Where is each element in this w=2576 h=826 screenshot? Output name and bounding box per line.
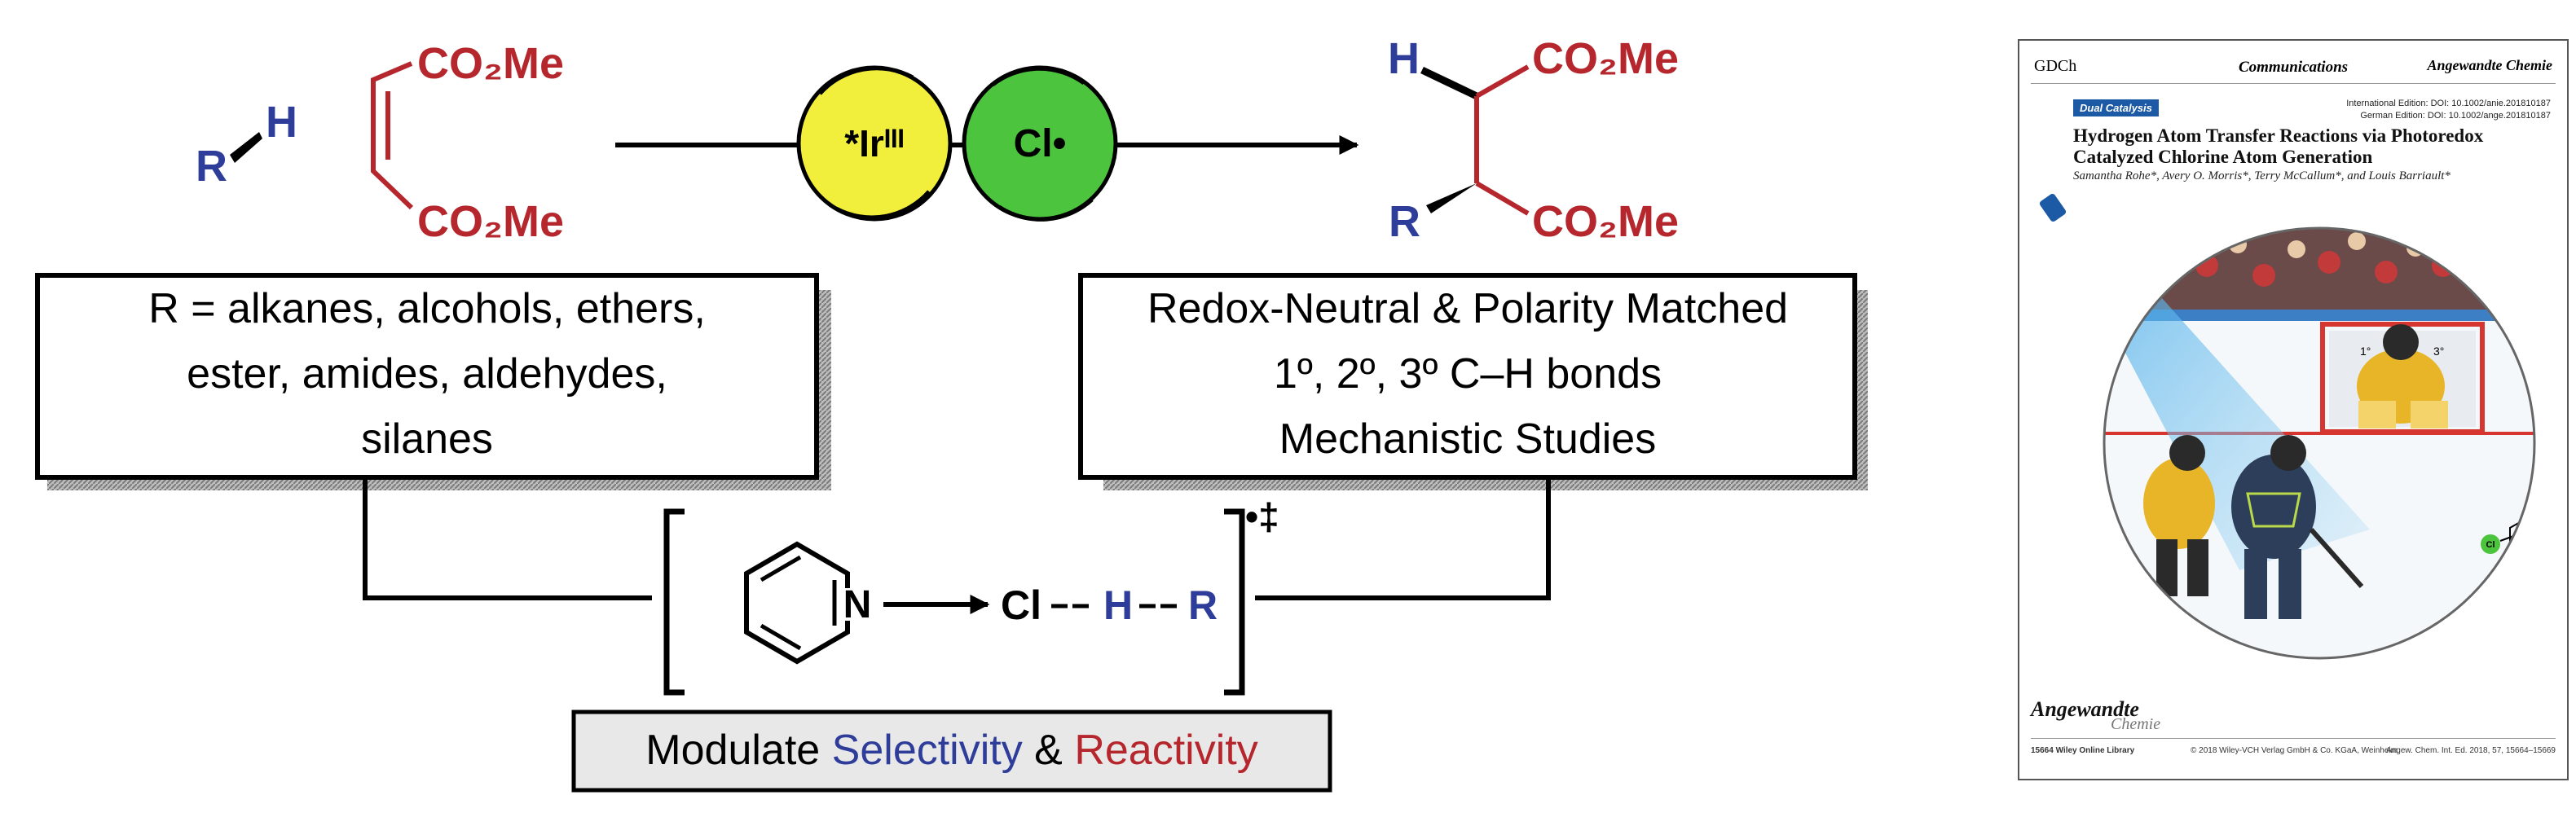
section-badge: Dual Catalysis <box>2073 99 2159 116</box>
reactant-h: H <box>266 98 297 147</box>
doi-international: International Edition: DOI: 10.1002/anie… <box>2346 99 2551 108</box>
ts-r: R <box>1188 582 1218 628</box>
ts-cl: Cl <box>1001 582 1041 628</box>
cover-cl-label: Cl <box>2486 540 2495 550</box>
journal-header: GDCh Communications Angewandte Chemie <box>2031 51 2556 84</box>
features-line-2: 1º, 2º, 3º C–H bonds <box>1274 350 1662 398</box>
product: H CO₂Me R CO₂Me <box>1388 34 1679 246</box>
pyridine-ring: N <box>744 541 878 665</box>
scope-box: R = alkanes, alcohols, ethers, ester, am… <box>35 273 831 490</box>
maleate-co2me-top: CO₂Me <box>417 39 564 88</box>
iridium-catalyst-circle: *Irᴵᴵᴵ <box>796 65 953 222</box>
scope-line-1: R = alkanes, alcohols, ethers, <box>148 285 706 332</box>
cover-primary-label: 1° <box>2360 345 2371 358</box>
right-connector <box>1255 477 1551 600</box>
footer-rule <box>2031 738 2556 739</box>
scope-line-3: silanes <box>361 415 493 463</box>
article-title: Hydrogen Atom Transfer Reactions via Pho… <box>2073 125 2484 167</box>
footer-copyright: © 2018 Wiley-VCH Verlag GmbH & Co. KGaA,… <box>2191 746 2398 755</box>
section-heading: Communications <box>2238 59 2349 76</box>
angewandte-logo: Angewandte Chemie <box>2427 57 2552 73</box>
reactant-r: R <box>196 142 227 191</box>
footer-logo-sub: Chemie <box>2111 715 2161 733</box>
features-box: Redox-Neutral & Polarity Matched 1º, 2º,… <box>1078 273 1868 490</box>
ts-charge: •‡ <box>1245 495 1279 538</box>
footer-page: 15664 Wiley Online Library <box>2031 746 2135 755</box>
footer-logo: Angewandte <box>2031 697 2139 721</box>
iridium-label: *Irᴵᴵᴵ <box>844 122 905 165</box>
cover-tertiary-label: 3° <box>2433 345 2444 358</box>
product-h: H <box>1388 34 1420 83</box>
dimethyl-maleate: CO₂Me CO₂Me <box>371 39 564 246</box>
gdch-logo: GDCh <box>2034 57 2077 75</box>
right-bracket <box>1224 508 1245 696</box>
footer-citation: Angew. Chem. Int. Ed. 2018, 57, 15664–15… <box>2386 746 2556 755</box>
doi-german: German Edition: DOI: 10.1002/ange.201810… <box>2360 111 2551 121</box>
product-co2me-top: CO₂Me <box>1532 34 1679 83</box>
reactivity-word: Reactivity <box>1074 727 1257 774</box>
chlorine-radical-circle: Cl• <box>962 65 1118 222</box>
reactant-rh: R H <box>196 98 297 191</box>
rh-wedge-bond <box>230 132 262 163</box>
hockey-cover-illustration: Cl 1° 3° <box>2039 193 2536 660</box>
amp-word: & <box>1023 727 1075 774</box>
chlorine-label: Cl• <box>1014 122 1067 165</box>
left-connector <box>363 477 652 600</box>
left-bracket <box>663 508 685 696</box>
reaction-scheme: R H CO₂Me CO₂Me *Irᴵᴵᴵ Cl• H CO₂Me R CO₂… <box>35 34 1868 793</box>
product-r: R <box>1389 197 1420 246</box>
modulate-part1: Modulate <box>645 727 831 774</box>
modulate-box: Modulate Selectivity & Reactivity <box>571 710 1332 793</box>
pyridine-n: N <box>843 583 872 626</box>
journal-page: GDCh Communications Angewandte Chemie Du… <box>2018 39 2569 780</box>
modulate-text: Modulate Selectivity & Reactivity <box>645 727 1257 774</box>
product-co2me-bottom: CO₂Me <box>1532 197 1679 246</box>
scope-line-2: ester, amides, aldehydes, <box>187 350 667 398</box>
ts-h: H <box>1103 582 1133 628</box>
article-authors: Samantha Rohe*, Avery O. Morris*, Terry … <box>2073 169 2451 182</box>
maleate-co2me-bottom: CO₂Me <box>417 197 564 246</box>
features-line-3: Mechanistic Studies <box>1279 415 1656 463</box>
features-line-1: Redox-Neutral & Polarity Matched <box>1147 285 1788 332</box>
maleate-bonds <box>371 61 414 210</box>
selectivity-word: Selectivity <box>832 727 1023 774</box>
doi-info: International Edition: DOI: 10.1002/anie… <box>2346 98 2551 122</box>
